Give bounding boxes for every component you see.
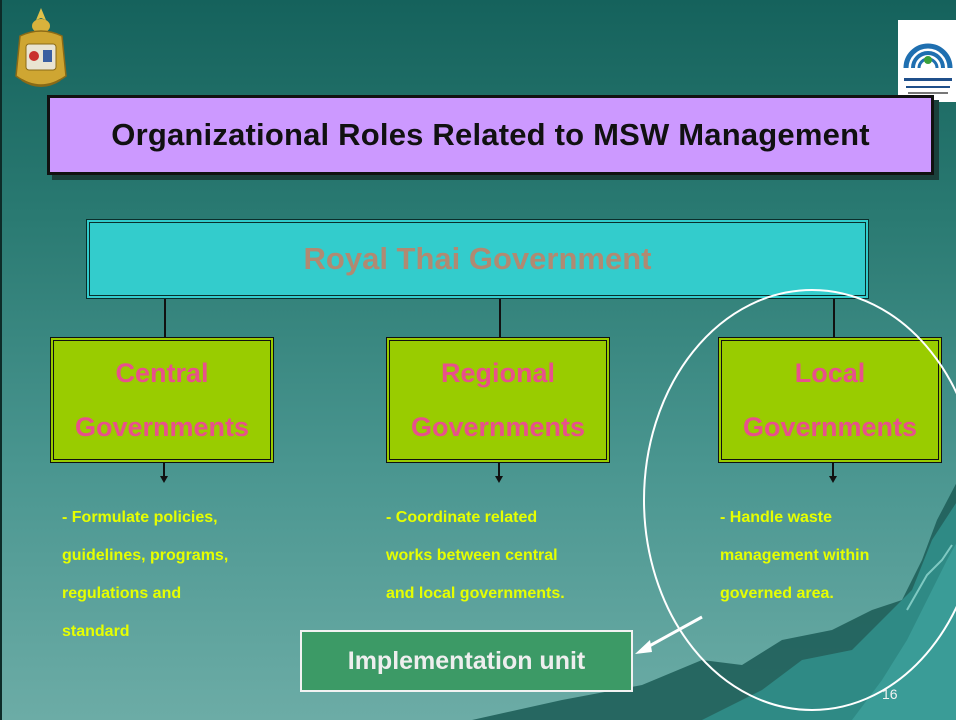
local-description: - Handle waste management within governe… (720, 499, 869, 613)
description-line: management within (720, 547, 870, 564)
description-line: - Coordinate related (386, 509, 538, 526)
description-line: governed area. (720, 585, 834, 602)
local-governments-node: Local Governments (718, 337, 942, 463)
royal-seal-logo-icon (15, 8, 67, 87)
description-line: guidelines, programs, (62, 547, 229, 564)
royal-thai-government-node: Royal Thai Government (86, 219, 869, 299)
description-line: works between central (386, 547, 558, 564)
description-line: regulations and (62, 585, 182, 602)
top-node-label: Royal Thai Government (303, 241, 652, 276)
central-description: - Formulate policies, guidelines, progra… (62, 499, 228, 651)
description-line: and local governments. (386, 585, 565, 602)
central-label-1: Central (115, 358, 209, 388)
local-label-2: Governments (742, 412, 918, 442)
description-line: - Formulate policies, (62, 509, 218, 526)
description-line: - Handle waste (720, 509, 833, 526)
title-box: Organizational Roles Related to MSW Mana… (47, 95, 934, 175)
pollution-control-department-logo-icon (898, 20, 956, 102)
implementation-unit-box: Implementation unit (300, 630, 633, 692)
local-label-1: Local (794, 358, 866, 388)
slide-title: Organizational Roles Related to MSW Mana… (111, 117, 870, 152)
central-governments-node: Central Governments (50, 337, 274, 463)
page-number: 16 (882, 686, 898, 702)
regional-governments-node: Regional Governments (386, 337, 610, 463)
regional-label-2: Governments (410, 412, 586, 442)
regional-description: - Coordinate related works between centr… (386, 499, 565, 613)
connector-local (833, 299, 835, 337)
connector-regional (499, 299, 501, 337)
description-line: standard (62, 623, 130, 640)
central-label-2: Governments (74, 412, 250, 442)
implementation-unit-label: Implementation unit (347, 646, 586, 675)
connector-central (164, 299, 166, 337)
regional-label-1: Regional (440, 358, 555, 388)
